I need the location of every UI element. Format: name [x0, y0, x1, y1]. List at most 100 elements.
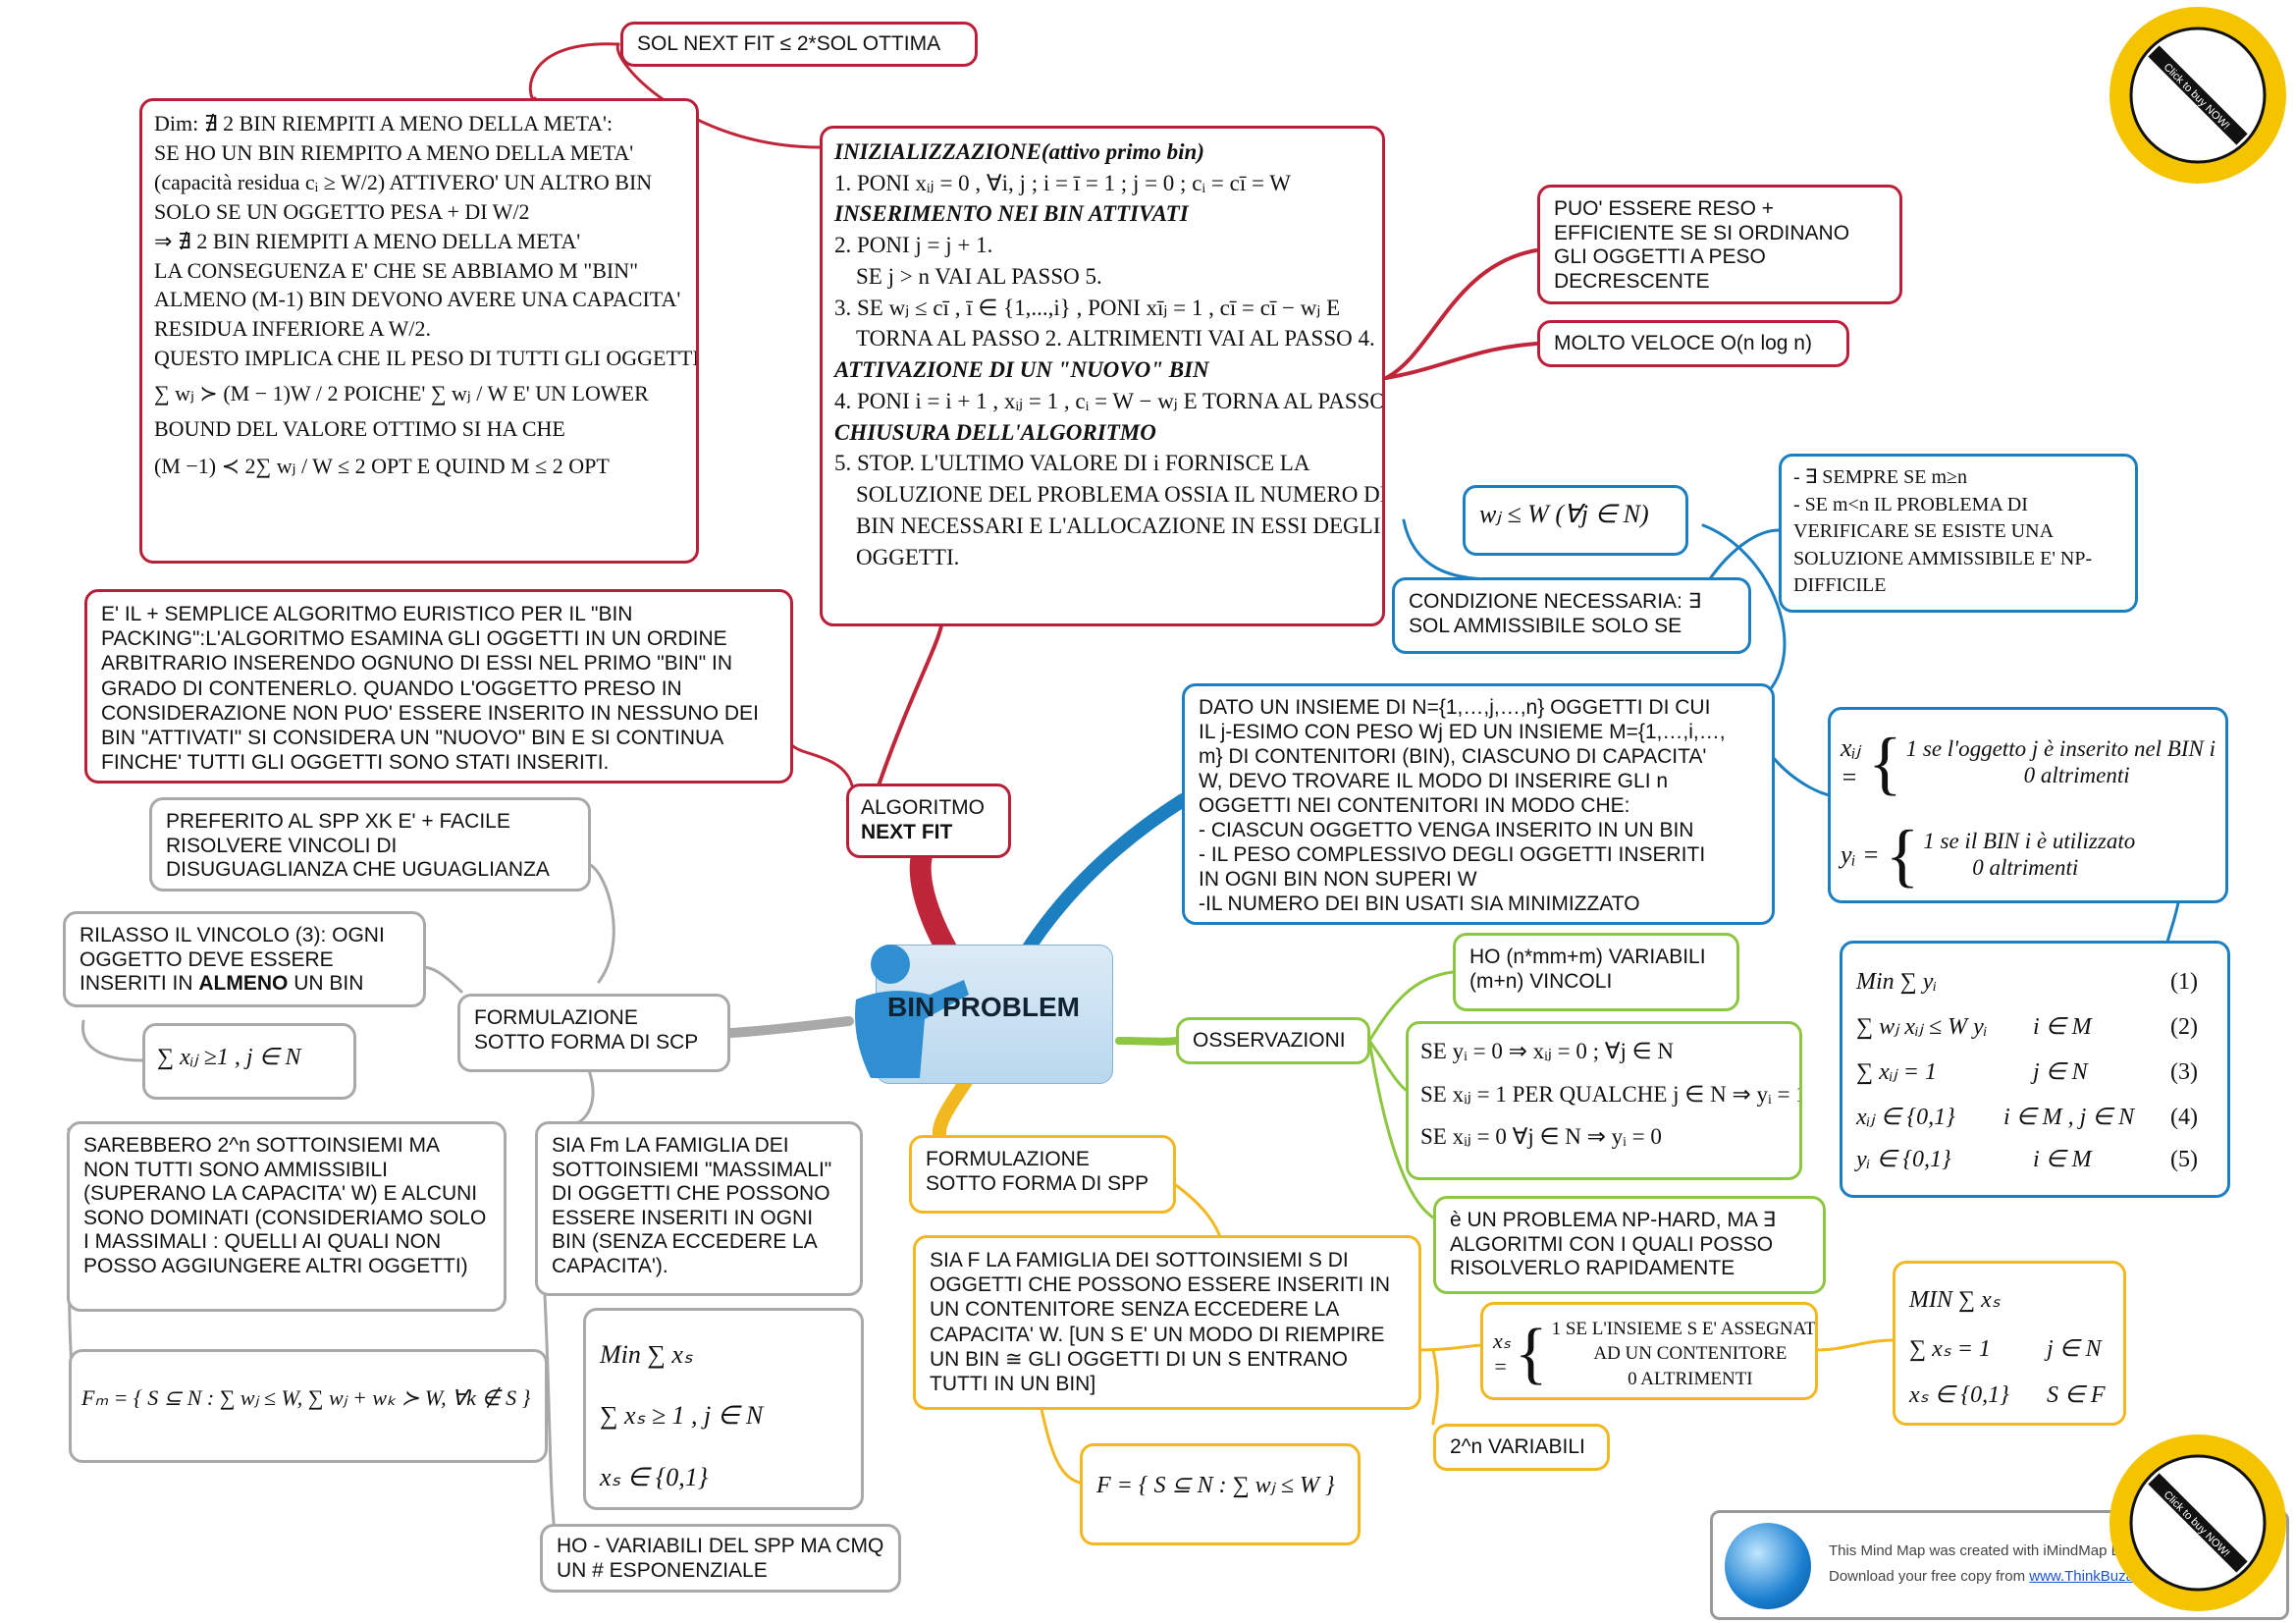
spp-model-formula: xₛ ∈ {0,1}: [1909, 1381, 2009, 1408]
proof-line: ⇒ ∄ 2 BIN RIEMPITI A MENO DELLA META': [154, 228, 581, 253]
proof-line: RESIDUA INFERIORE A W/2.: [154, 316, 431, 342]
algo-line: 2. PONI j = j + 1.: [834, 233, 993, 258]
xij-case-1: 1 se l'oggetto j è inserito nel BIN i: [1905, 736, 2216, 762]
scp-model-line: ∑ xₛ ≥ 1 , j ∈ N: [600, 1401, 764, 1431]
brace: {: [1885, 816, 1920, 894]
model-condition: i ∈ M: [2033, 1013, 2092, 1040]
vars-count-node[interactable]: HO (n*mm+m) VARIABILI (m+n) VINCOLI: [1453, 933, 1739, 1011]
scp-model-node[interactable]: Min ∑ xₛ ∑ xₛ ≥ 1 , j ∈ N xₛ ∈ {0,1}: [583, 1308, 864, 1510]
algo-line: SOLUZIONE DEL PROBLEMA OSSIA IL NUMERO D…: [856, 482, 1385, 508]
exp-vars-node[interactable]: HO - VARIABILI DEL SPP MA CMQ UN # ESPON…: [540, 1524, 901, 1593]
preferred-node[interactable]: PREFERITO AL SPP XK E' + FACILE RISOLVER…: [149, 797, 591, 892]
relax-text-c: UN BIN: [288, 972, 364, 996]
xs-case-1: 1 SE L'INSIEME S E' ASSEGNATO: [1551, 1318, 1818, 1339]
problem-definition-node[interactable]: DATO UN INSIEME DI N={1,…,j,…,n} OGGETTI…: [1182, 683, 1775, 925]
proof-line: SE HO UN BIN RIEMPITO A MENO DELLA META': [154, 139, 634, 165]
relax-node[interactable]: RILASSO IL VINCOLO (3): OGNI OGGETTO DEV…: [63, 911, 426, 1007]
fast-node[interactable]: MOLTO VELOCE O(n log n): [1537, 320, 1849, 367]
efficient-node[interactable]: PUO' ESSERE RESO + EFFICIENTE SE SI ORDI…: [1537, 185, 1902, 304]
algo-line: 3. SE wⱼ ≤ cī , ī ∈ {1,...,i} , PONI xīⱼ…: [834, 295, 1341, 320]
spp-model-condition: S ∈ F: [2047, 1381, 2106, 1408]
np-line: DIFFICILE: [1793, 574, 1887, 597]
algorithm-steps-node[interactable]: INIZIALIZZAZIONE(attivo primo bin) 1. PO…: [820, 126, 1385, 626]
spp-node[interactable]: FORMULAZIONE SOTTO FORMA DI SPP: [909, 1135, 1176, 1214]
scp-label: FORMULAZIONE SOTTO FORMA DI SCP: [474, 1006, 699, 1054]
sol-next-fit-text: SOL NEXT FIT ≤ 2*SOL OTTIMA: [637, 32, 941, 55]
bpp-model-node[interactable]: Min ∑ yᵢ (1) ∑ wⱼ xᵢⱼ ≤ W yᵢ i ∈ M (2) ∑…: [1840, 941, 2230, 1198]
np-node[interactable]: - ∃ SEMPRE SE m≥n - SE m<n IL PROBLEMA D…: [1779, 454, 2138, 613]
family-f-node[interactable]: SIA F LA FAMIGLIA DEI SOTTOINSIEMI S DI …: [913, 1235, 1421, 1410]
subsets-text: SAREBBERO 2^n SOTTOINSIEMI MA NON TUTTI …: [83, 1134, 487, 1277]
footer-line-2-text: Download your free copy from: [1829, 1568, 2030, 1585]
model-number: (4): [2170, 1104, 2198, 1130]
spp-model-condition: j ∈ N: [2047, 1335, 2102, 1362]
central-topic-title: BIN PROBLEM: [887, 992, 1080, 1022]
relax-formula: ∑ xᵢⱼ ≥1 , j ∈ N: [157, 1045, 301, 1070]
implication-line: SE yᵢ = 0 ⇒ xᵢⱼ = 0 ; ∀j ∈ N: [1420, 1039, 1675, 1063]
spp-model-node[interactable]: MIN ∑ xₛ ∑ xₛ = 1 j ∈ N xₛ ∈ {0,1} S ∈ F: [1893, 1261, 2126, 1426]
relax-formula-node[interactable]: ∑ xᵢⱼ ≥1 , j ∈ N: [142, 1023, 356, 1100]
model-row: ∑ xᵢⱼ = 1 j ∈ N (3): [1856, 1050, 2214, 1095]
proof-node[interactable]: Dim: ∄ 2 BIN RIEMPITI A MENO DELLA META'…: [139, 98, 699, 564]
model-number: (3): [2170, 1058, 2198, 1085]
two-n-vars-text: 2^n VARIABILI: [1450, 1435, 1585, 1458]
definition-line: IL j-ESIMO CON PESO Wj ED UN INSIEME M={…: [1199, 720, 1726, 743]
xij-case-0: 0 altrimenti: [2023, 763, 2130, 787]
model-formula: Min ∑ yᵢ: [1856, 968, 1938, 995]
definition-line: IN OGNI BIN NON SUPERI W: [1199, 867, 1477, 891]
brace: {: [1868, 724, 1902, 802]
two-n-vars-node[interactable]: 2^n VARIABILI: [1433, 1424, 1610, 1471]
heuristic-node[interactable]: E' IL + SEMPLICE ALGORITMO EURISTICO PER…: [84, 589, 793, 784]
model-formula: yᵢ ∈ {0,1}: [1856, 1146, 1951, 1172]
xs-symbol: xₛ =: [1493, 1328, 1511, 1379]
fm-family-text: SIA Fm LA FAMIGLIA DEI SOTTOINSIEMI "MAS…: [552, 1134, 832, 1277]
definition-line: - IL PESO COMPLESSIVO DEGLI OGGETTI INSE…: [1199, 842, 1706, 866]
fm-definition-node[interactable]: Fₘ = { S ⊆ N : ∑ wⱼ ≤ W, ∑ wⱼ + wₖ ≻ W, …: [69, 1349, 548, 1463]
condition-node[interactable]: CONDIZIONE NECESSARIA: ∃ SOL AMMISSIBILE…: [1392, 577, 1751, 654]
xs-definition-node[interactable]: xₛ = { 1 SE L'INSIEME S E' ASSEGNATO AD …: [1480, 1302, 1818, 1400]
algo-heading: ATTIVAZIONE DI UN "NUOVO" BIN: [834, 357, 1209, 383]
variables-definition-node[interactable]: xᵢⱼ = { 1 se l'oggetto j è inserito nel …: [1828, 707, 2228, 903]
f-definition: F = { S ⊆ N : ∑ wⱼ ≤ W }: [1096, 1473, 1335, 1498]
branch-green: [1115, 1037, 1180, 1046]
proof-line: ∑ wⱼ ≻ (M − 1)W / 2 POICHE' ∑ wⱼ / W E' …: [154, 381, 649, 406]
observations-node[interactable]: OSSERVAZIONI: [1176, 1017, 1370, 1064]
imindmap-logo-icon: [1725, 1523, 1811, 1609]
sol-next-fit-node[interactable]: SOL NEXT FIT ≤ 2*SOL OTTIMA: [620, 22, 978, 67]
model-row: yᵢ ∈ {0,1} i ∈ M (5): [1856, 1140, 2214, 1179]
scp-model-line: xₛ ∈ {0,1}: [600, 1462, 709, 1491]
yi-case-1: 1 se il BIN i è utilizzato: [1923, 829, 2136, 854]
relax-text-a: RILASSO IL VINCOLO (3): OGNI OGGETTO DEV…: [80, 924, 385, 996]
spp-model-formula: ∑ xₛ = 1: [1909, 1335, 1991, 1362]
relax-text-b: ALMENO: [198, 972, 289, 996]
subsets-node[interactable]: SAREBBERO 2^n SOTTOINSIEMI MA NON TUTTI …: [67, 1121, 507, 1312]
preferred-text: PREFERITO AL SPP XK E' + FACILE RISOLVER…: [166, 810, 550, 882]
model-number: (2): [2170, 1013, 2198, 1040]
np-line: VERIFICARE SE ESISTE UNA: [1793, 520, 2055, 543]
definition-line: W, DEVO TROVARE IL MODO DI INSERIRE GLI …: [1199, 769, 1669, 792]
definition-line: DATO UN INSIEME DI N={1,…,j,…,n} OGGETTI…: [1199, 696, 1711, 719]
fm-definition: Fₘ = { S ⊆ N : ∑ wⱼ ≤ W, ∑ wⱼ + wₖ ≻ W, …: [81, 1385, 531, 1410]
spp-label: FORMULAZIONE SOTTO FORMA DI SPP: [926, 1148, 1149, 1195]
implications-node[interactable]: SE yᵢ = 0 ⇒ xᵢⱼ = 0 ; ∀j ∈ N SE xᵢⱼ = 1 …: [1406, 1021, 1802, 1180]
definition-line: - CIASCUN OGGETTO VENGA INSERITO IN UN B…: [1199, 818, 1694, 841]
pdf-xchange-badge-bottom[interactable]: Click to buy NOW!: [2105, 1430, 2291, 1616]
model-formula: ∑ wⱼ xᵢⱼ ≤ W yᵢ: [1856, 1013, 1988, 1040]
model-number: (5): [2170, 1146, 2198, 1172]
proof-line: LA CONSEGUENZA E' CHE SE ABBIAMO M "BIN": [154, 257, 639, 283]
condition-formula-node[interactable]: wⱼ ≤ W (∀j ∈ N): [1463, 485, 1688, 556]
algo-heading: INIZIALIZZAZIONE(attivo primo bin): [834, 139, 1204, 164]
central-topic[interactable]: BIN PROBLEM: [836, 941, 1121, 1088]
pdf-xchange-badge-top[interactable]: Click to buy NOW!: [2105, 2, 2291, 189]
f-definition-node[interactable]: F = { S ⊆ N : ∑ wⱼ ≤ W }: [1080, 1443, 1361, 1545]
scp-node[interactable]: FORMULAZIONE SOTTO FORMA DI SCP: [457, 994, 730, 1072]
person-pointing-icon: [855, 945, 969, 1078]
fm-family-node[interactable]: SIA Fm LA FAMIGLIA DEI SOTTOINSIEMI "MAS…: [535, 1121, 863, 1296]
proof-line: ALMENO (M-1) BIN DEVONO AVERE UNA CAPACI…: [154, 287, 681, 312]
np-hard-node[interactable]: è UN PROBLEMA NP-HARD, MA ∃ ALGORITMI CO…: [1433, 1196, 1826, 1294]
next-fit-node[interactable]: ALGORITMO NEXT FIT: [846, 784, 1011, 858]
xij-symbol: xᵢⱼ =: [1841, 732, 1861, 791]
vars-count-text: HO (n*mm+m) VARIABILI (m+n) VINCOLI: [1469, 946, 1706, 993]
model-row: ∑ wⱼ xᵢⱼ ≤ W yᵢ i ∈ M (2): [1856, 1004, 2214, 1050]
model-row: Min ∑ yᵢ (1): [1856, 959, 2214, 1004]
